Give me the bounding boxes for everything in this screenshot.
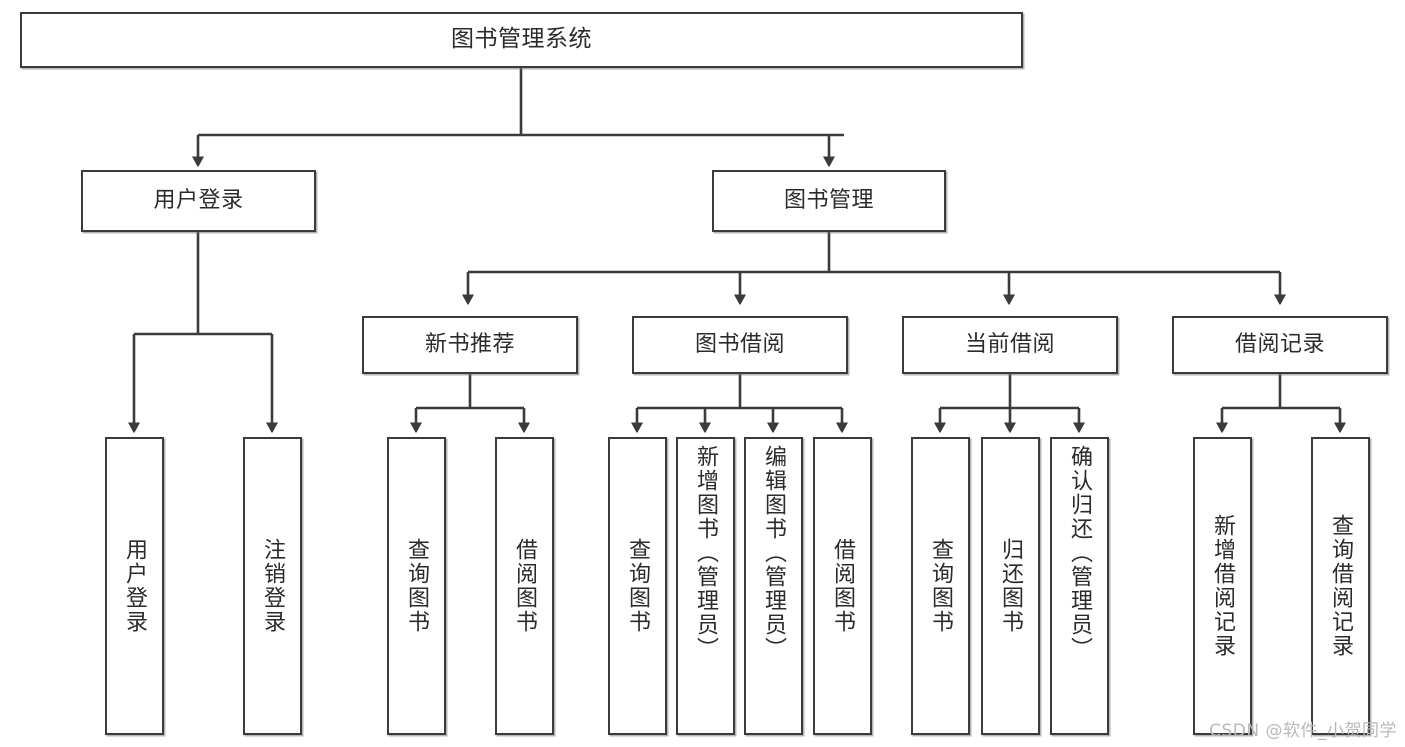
leaf-confirm-return-admin[interactable]: 确认归还（管理员） [1050, 437, 1109, 735]
leaf-add-borrow-record[interactable]: 新增借阅记录 [1193, 437, 1252, 735]
node-label: 确认归还（管理员） [1067, 445, 1093, 661]
leaf-logout[interactable]: 注销登录 [243, 437, 302, 735]
node-label: 新增借阅记录 [1210, 514, 1236, 658]
node-label: 用户登录 [122, 538, 148, 634]
node-current-borrow[interactable]: 当前借阅 [902, 316, 1118, 374]
node-borrow-record[interactable]: 借阅记录 [1172, 316, 1388, 374]
node-label: 归还图书 [998, 538, 1024, 634]
leaf-query-book-recommend[interactable]: 查询图书 [387, 437, 446, 735]
node-label: 查询借阅记录 [1328, 514, 1354, 658]
node-label: 图书管理系统 [451, 26, 592, 53]
leaf-add-book-admin[interactable]: 新增图书（管理员） [676, 437, 735, 735]
node-book-borrow[interactable]: 图书借阅 [632, 316, 848, 374]
node-label: 查询图书 [928, 538, 954, 634]
node-label: 借阅图书 [512, 538, 538, 634]
leaf-user-login[interactable]: 用户登录 [105, 437, 164, 735]
node-label: 借阅图书 [830, 538, 856, 634]
node-label: 借阅记录 [1234, 332, 1325, 358]
node-label: 注销登录 [260, 538, 286, 634]
node-label: 查询图书 [404, 538, 430, 634]
node-user-login[interactable]: 用户登录 [81, 170, 316, 232]
node-label: 用户登录 [153, 188, 244, 214]
leaf-query-borrow-record[interactable]: 查询借阅记录 [1311, 437, 1370, 735]
node-label: 编辑图书（管理员） [761, 445, 787, 661]
leaf-borrow-book-recommend[interactable]: 借阅图书 [495, 437, 554, 735]
watermark: CSDN @软件_小贺同学 [1209, 721, 1397, 741]
node-label: 当前借阅 [964, 332, 1055, 358]
node-root-system[interactable]: 图书管理系统 [20, 12, 1023, 68]
leaf-return-book[interactable]: 归还图书 [981, 437, 1040, 735]
node-label: 查询图书 [625, 538, 651, 634]
node-new-book-recommend[interactable]: 新书推荐 [362, 316, 578, 374]
node-book-management[interactable]: 图书管理 [712, 170, 946, 232]
leaf-query-book-current[interactable]: 查询图书 [911, 437, 970, 735]
leaf-borrow-book[interactable]: 借阅图书 [813, 437, 872, 735]
node-label: 新增图书（管理员） [693, 445, 719, 661]
node-label: 图书借阅 [694, 332, 785, 358]
leaf-edit-book-admin[interactable]: 编辑图书（管理员） [744, 437, 803, 735]
node-label: 新书推荐 [424, 332, 515, 358]
node-label: 图书管理 [783, 188, 874, 214]
leaf-query-book-borrow[interactable]: 查询图书 [608, 437, 667, 735]
